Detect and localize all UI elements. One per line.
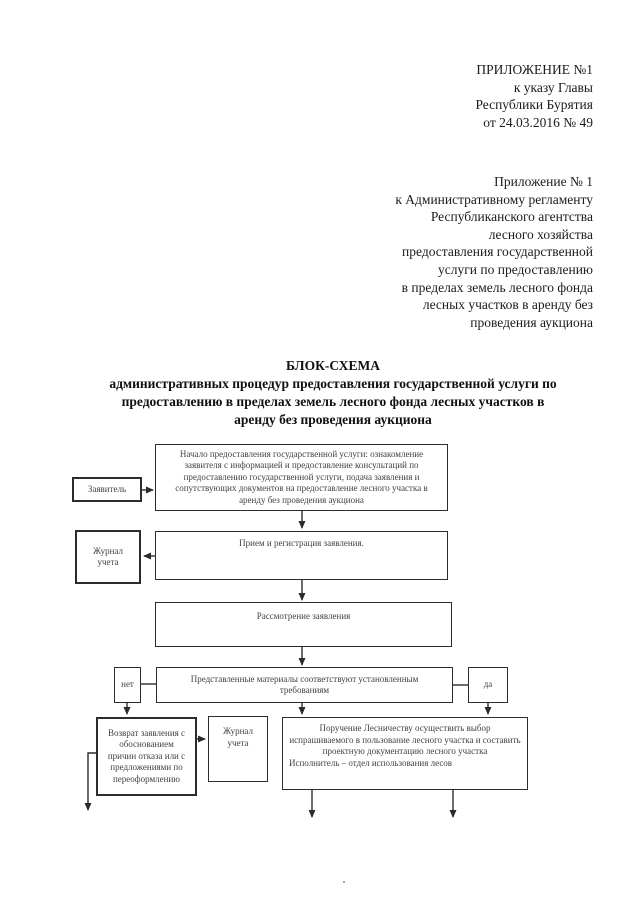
arrow-return-exit-down	[84, 752, 96, 811]
appendix-header-line: к указу Главы	[513, 79, 593, 95]
flowchart-node-start: Начало предоставления государственной ус…	[155, 444, 448, 511]
flowchart-node-review: Рассмотрение заявления	[155, 602, 452, 647]
page-title-line: административных процедур предоставления…	[109, 376, 557, 391]
scan-artifact-dot	[343, 881, 345, 883]
node-label: Поручение Лесничеству осуществить выбор …	[289, 723, 521, 756]
node-label: да	[483, 679, 493, 690]
node-label: Заявитель	[87, 483, 127, 494]
appendix-header-line: Республики Бурятия	[475, 97, 593, 113]
flowchart-node-yes: да	[468, 667, 508, 703]
regulation-header-line: лесного хозяйства	[488, 226, 593, 242]
flowchart-node-logbook-1: Журнал учета	[75, 530, 141, 584]
node-label: Возврат заявления с обоснованием причин …	[107, 727, 186, 784]
flowchart-node-return: Возврат заявления с обоснованием причин …	[96, 717, 197, 796]
page-title-line: БЛОК-СХЕМА	[285, 358, 381, 373]
flowchart-node-decision: Представленные материалы соответствуют у…	[156, 667, 453, 703]
regulation-header-line: услуги по предоставлению	[438, 261, 593, 277]
regulation-header-line: к Административному регламенту	[395, 191, 593, 207]
flowchart-node-reception: Прием и регистрация заявления.	[155, 531, 448, 580]
node-label: Начало предоставления государственной ус…	[175, 448, 428, 505]
node-label: Прием и регистрация заявления.	[239, 538, 364, 548]
regulation-header-line: лесных участков в аренду без	[422, 297, 593, 313]
regulation-header-line: предоставления государственной	[402, 244, 593, 260]
flowchart-node-assignment: Поручение Лесничеству осуществить выбор …	[282, 717, 528, 790]
regulation-header-line: Приложение № 1	[494, 174, 593, 189]
node-label: Журнал учета	[222, 726, 253, 748]
regulation-header: Приложение № 1 к Административному регла…	[395, 173, 593, 331]
node-label: нет	[121, 679, 134, 690]
page-title-line: аренду без проведения аукциона	[234, 412, 432, 427]
flowchart-node-no: нет	[114, 667, 141, 703]
page-title: БЛОК-СХЕМА административных процедур пре…	[26, 357, 640, 429]
appendix-header: ПРИЛОЖЕНИЕ №1 к указу Главы Республики Б…	[475, 61, 593, 131]
flowchart-node-logbook-2: Журнал учета	[208, 716, 268, 782]
regulation-header-line: в пределах земель лесного фонда	[401, 279, 593, 295]
node-label: Журнал учета	[92, 545, 123, 568]
flowchart-node-applicant: Заявитель	[72, 477, 142, 502]
node-label: Рассмотрение заявления	[256, 611, 351, 621]
page-title-line: предоставлению в пределах земель лесного…	[121, 394, 545, 409]
node-executor-label: Исполнитель – отдел использования лесов	[289, 757, 453, 768]
node-label: Представленные материалы соответствуют у…	[190, 673, 419, 696]
appendix-header-line: от 24.03.2016 № 49	[483, 114, 593, 130]
regulation-header-line: проведения аукциона	[470, 314, 593, 330]
regulation-header-line: Республиканского агентства	[430, 209, 593, 225]
appendix-header-line: ПРИЛОЖЕНИЕ №1	[476, 62, 593, 77]
